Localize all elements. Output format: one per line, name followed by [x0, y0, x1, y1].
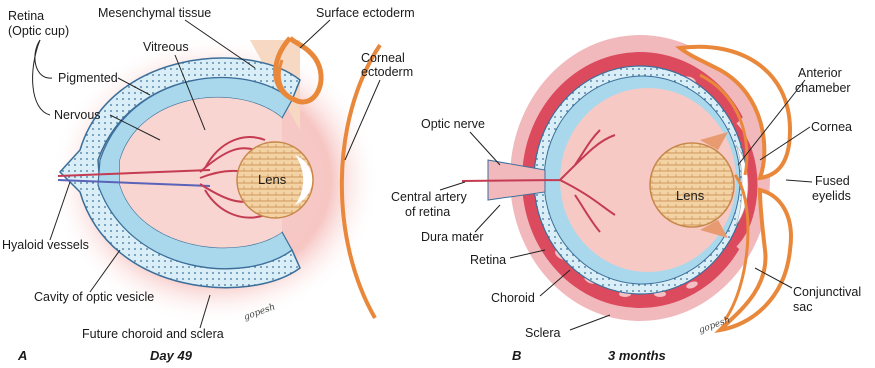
- label-fused-line2: eyelids: [812, 189, 851, 203]
- label-surface-ectoderm: Surface ectoderm: [316, 6, 415, 20]
- label-retina-line2: (Optic cup): [8, 24, 69, 38]
- label-lens-a: Lens: [258, 172, 287, 187]
- label-sclera: Sclera: [525, 326, 560, 340]
- panel-a: Retina (Optic cup) Pigmented Nervous Mes…: [2, 6, 415, 363]
- label-anterior-line2: chameber: [795, 81, 851, 95]
- label-nervous: Nervous: [54, 108, 101, 122]
- label-corneal-line1: Corneal: [361, 51, 405, 65]
- label-conj-line1: Conjunctival: [793, 285, 861, 299]
- label-anterior-line1: Anterior: [798, 66, 842, 80]
- label-retina-line1: Retina: [8, 9, 44, 23]
- panel-b-letter: B: [512, 348, 521, 363]
- label-future: Future choroid and sclera: [82, 327, 224, 341]
- panel-b-caption: 3 months: [608, 348, 666, 363]
- label-lens-b: Lens: [676, 188, 705, 203]
- panel-a-letter: A: [17, 348, 27, 363]
- label-cavity: Cavity of optic vesicle: [34, 290, 154, 304]
- label-choroid: Choroid: [491, 291, 535, 305]
- panel-a-caption: Day 49: [150, 348, 193, 363]
- label-central-line2: of retina: [405, 205, 450, 219]
- label-cornea: Cornea: [811, 120, 852, 134]
- label-optic-nerve: Optic nerve: [421, 117, 485, 131]
- label-conj-line2: sac: [793, 300, 812, 314]
- label-corneal-line2: ectoderm: [361, 65, 413, 79]
- label-retina-b: Retina: [470, 253, 506, 267]
- label-vitreous: Vitreous: [143, 40, 189, 54]
- label-central-line1: Central artery: [391, 190, 467, 204]
- label-dura: Dura mater: [421, 230, 484, 244]
- label-fused-line1: Fused: [815, 174, 850, 188]
- label-pigmented: Pigmented: [58, 71, 118, 85]
- label-mesenchymal: Mesenchymal tissue: [98, 6, 211, 20]
- lens-b: [650, 143, 734, 227]
- panel-b: Optic nerve Central artery of retina Dur…: [391, 35, 861, 363]
- label-hyaloid: Hyaloid vessels: [2, 238, 89, 252]
